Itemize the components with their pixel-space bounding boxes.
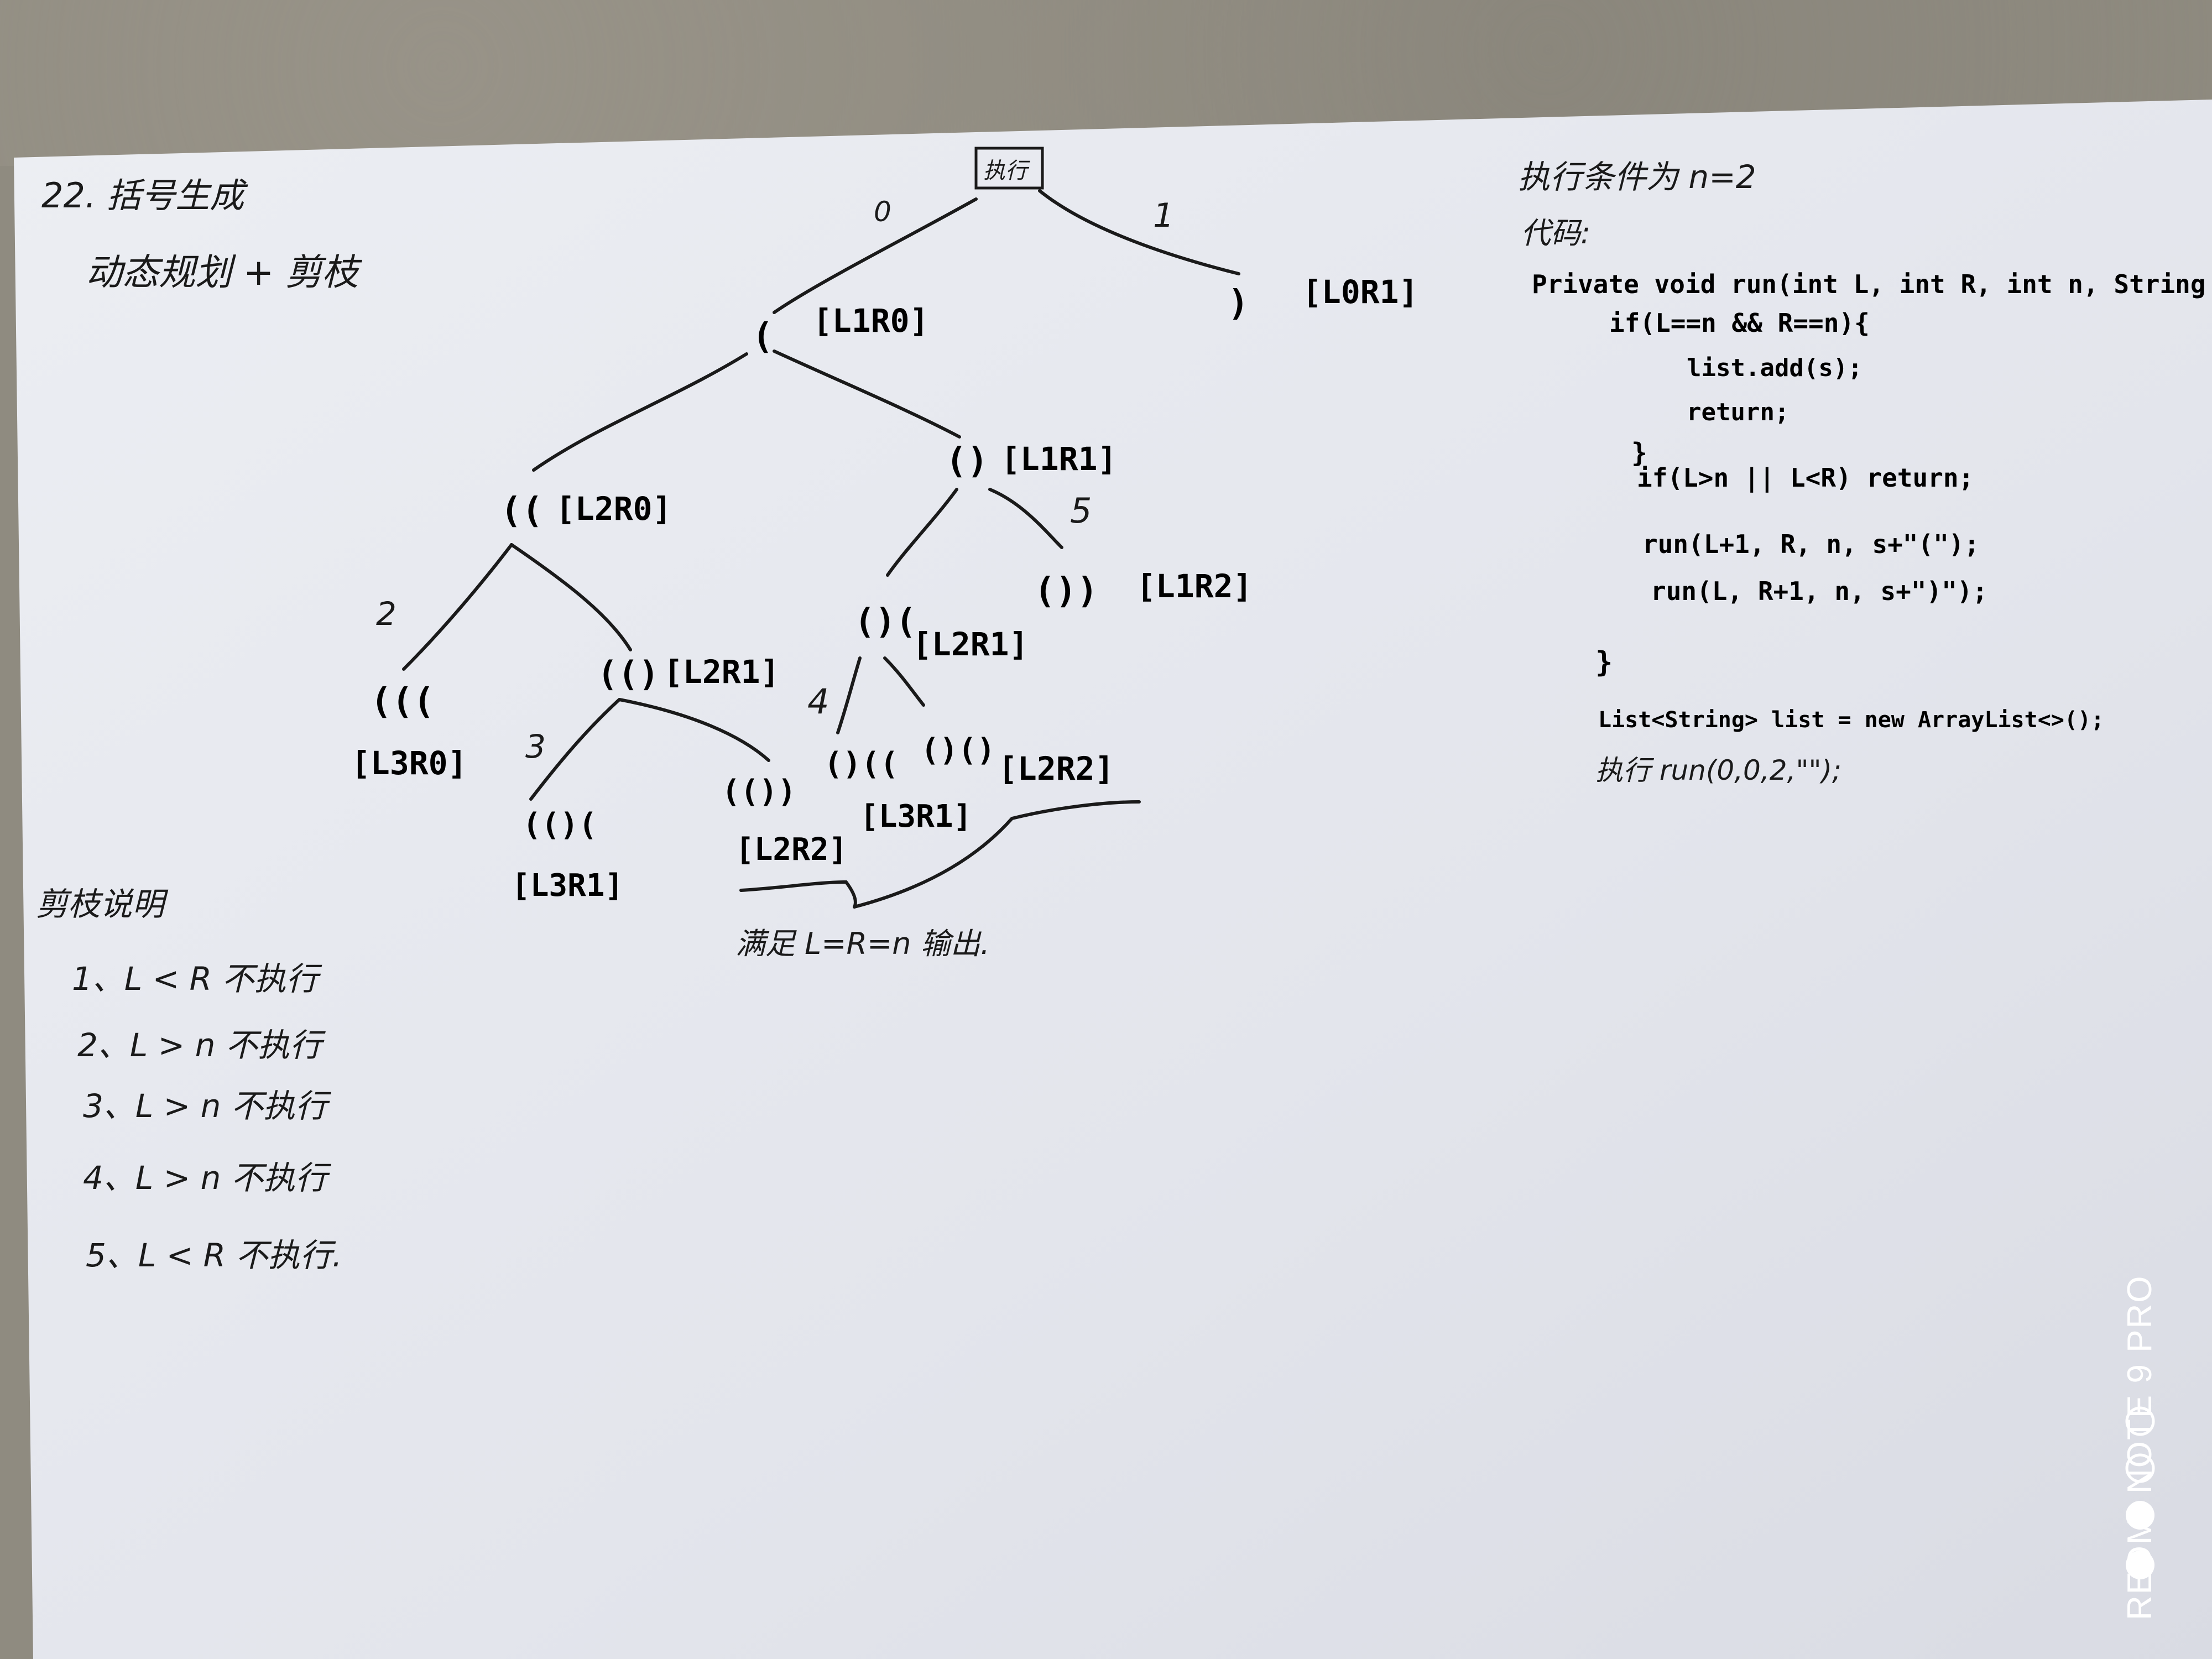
tree-node-text: (	[752, 316, 774, 357]
code-condition: 执行条件为 n=2	[1518, 158, 1756, 196]
code-line: run(L, R+1, n, s+")");	[1651, 576, 1987, 606]
code-line: 执行 run(0,0,2,"");	[1595, 754, 1841, 786]
tree-node-state: [L3R1]	[512, 868, 623, 904]
prune-item: 3、L > n 不执行	[83, 1087, 332, 1125]
code-line: }	[1595, 646, 1613, 679]
page-subtitle: 动态规划 + 剪枝	[86, 251, 362, 294]
tree-node-state: [L3R1]	[860, 799, 972, 834]
tree-node-state: [L1R1]	[1001, 440, 1117, 478]
tree-node-text: ())	[1034, 571, 1098, 612]
dot-icon	[2125, 1453, 2155, 1483]
tree-node-state: [L2R2]	[735, 832, 847, 868]
prune-item: 1、L < R 不执行	[72, 960, 322, 998]
tree-node-text: ()(	[854, 601, 916, 641]
tree-node-state: [L2R1]	[912, 625, 1029, 663]
code-label: 代码:	[1521, 216, 1590, 251]
prune-item: 2、L > n 不执行	[77, 1026, 326, 1064]
tree-node-text: ()()	[921, 732, 995, 768]
tree-node-text: ()	[946, 441, 988, 482]
prune-mark: 2	[376, 595, 397, 633]
code-line: List<String> list = new ArrayList<>();	[1598, 707, 2104, 733]
code-line: run(L+1, R, n, s+"(");	[1642, 529, 1979, 559]
tree-node-text: (((	[371, 681, 435, 722]
output-note: 满足 L=R=n 输出.	[735, 926, 990, 961]
tree-edges	[402, 147, 1240, 909]
tree-node-text: ((	[500, 491, 543, 531]
prune-heading: 剪枝说明	[36, 885, 169, 923]
code-line: }	[1631, 437, 1647, 468]
prune-item: 5、L < R 不执行.	[86, 1237, 342, 1274]
tree-node-text: )	[1228, 283, 1249, 324]
tree-node-state: [L2R0]	[556, 490, 672, 528]
tree-node-text: (()	[597, 654, 659, 694]
code-line: list.add(s);	[1687, 354, 1863, 382]
dot-icon	[2125, 1406, 2155, 1436]
watermark-text: REDMI NOTE 9 PRO	[2121, 1275, 2159, 1620]
tree-node-state: [L3R0]	[351, 744, 467, 782]
tree-node-text: ()((	[824, 746, 899, 782]
paper	[14, 100, 2212, 1659]
page-title: 22. 括号生成	[41, 175, 248, 216]
tree-node-text: (()(	[523, 807, 597, 843]
tree-node-state: [L1R0]	[813, 302, 929, 340]
tree-node-text: (())	[722, 774, 796, 810]
tree-root: 执行	[983, 158, 1030, 184]
prune-mark: 5	[1070, 491, 1092, 531]
prune-mark: 4	[807, 681, 829, 722]
prune-mark: 3	[525, 728, 546, 765]
camera-watermark: REDMI NOTE 9 PRO	[2121, 1275, 2159, 1620]
code-line: return;	[1687, 398, 1789, 426]
edge-label-right: 1	[1153, 196, 1174, 235]
tree-node-state: [L0R1]	[1302, 273, 1418, 311]
edge-label-left: 0	[874, 196, 891, 228]
dot-icon	[2126, 1551, 2154, 1579]
dot-icon	[2126, 1501, 2154, 1530]
tree-node-state: [L1R2]	[1136, 567, 1253, 605]
code-line: Private void run(int L, int R, int n, St…	[1532, 269, 2212, 299]
tree-node-state: [L2R2]	[998, 750, 1114, 787]
prune-item: 4、L > n 不执行	[83, 1159, 332, 1197]
tree-node-state: [L2R1]	[664, 653, 780, 691]
code-line: if(L==n && R==n){	[1609, 308, 1870, 338]
code-line: if(L>n || L<R) return;	[1637, 463, 1974, 493]
